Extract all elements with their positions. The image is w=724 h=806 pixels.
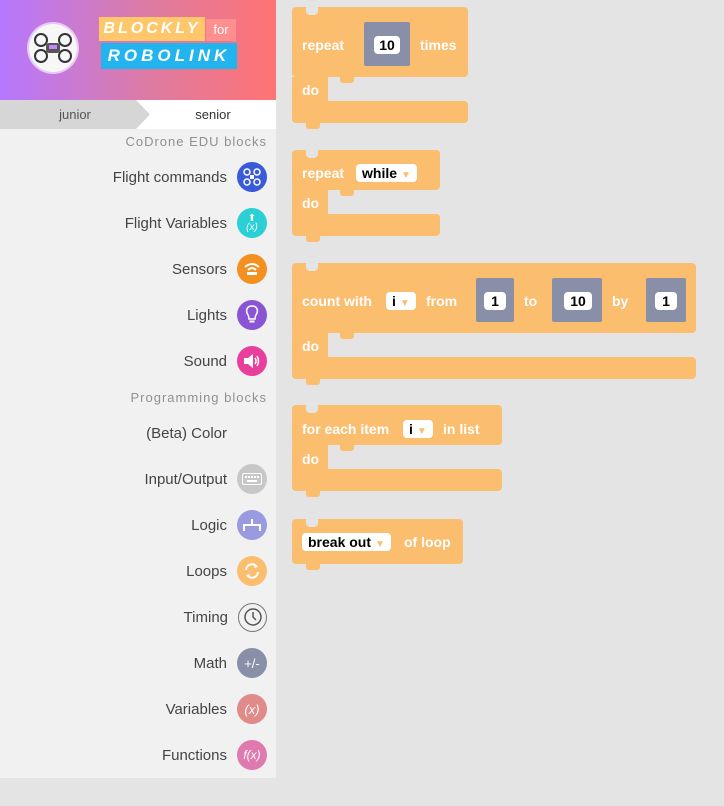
toolbox-sidebar: BLOCKLY for ROBOLINK junior senior CoDro…: [0, 0, 276, 778]
in-list-label: in list: [443, 421, 480, 437]
category-variables[interactable]: Variables (x): [166, 693, 267, 725]
category-label: Loops: [186, 562, 227, 580]
dropdown-value: i: [409, 421, 413, 437]
plus-minus-icon: +/-: [237, 648, 267, 678]
repeat-mode-dropdown[interactable]: while▼: [356, 164, 417, 182]
category-loops[interactable]: Loops: [186, 555, 267, 587]
from-label: from: [426, 293, 458, 309]
category-label: Flight commands: [112, 168, 227, 186]
to-value-field[interactable]: 10: [564, 292, 592, 310]
category-lights[interactable]: Lights: [187, 299, 267, 331]
chevron-down-icon: ▼: [375, 539, 385, 550]
category-sound[interactable]: Sound: [184, 345, 267, 377]
category-sensors[interactable]: Sensors: [172, 253, 267, 285]
do-label: do: [302, 338, 320, 354]
category-label: Sensors: [171, 260, 227, 278]
function-icon: f(x): [237, 740, 267, 770]
tab-junior-label: junior: [59, 107, 91, 122]
repeat-count-field[interactable]: 10: [374, 36, 400, 54]
by-label: by: [612, 293, 629, 309]
category-input-output[interactable]: Input/Output: [144, 463, 267, 495]
dropdown-value: i: [392, 293, 396, 309]
category-label: Sound: [183, 352, 227, 370]
blocks-workspace[interactable]: repeat 10 times do repeat while▼ do coun…: [276, 0, 724, 806]
loop-variable-dropdown[interactable]: i▼: [386, 292, 416, 310]
count-with-label: count with: [302, 293, 372, 309]
up-arrow-x-icon: ⬆ (x): [237, 208, 267, 238]
loop-arrows-icon: [237, 556, 267, 586]
dropdown-value: while: [362, 165, 398, 181]
dropdown-value: break out: [308, 534, 372, 550]
brand-for: for: [206, 19, 236, 41]
tab-senior[interactable]: senior: [195, 107, 231, 122]
signal-icon: [237, 254, 267, 284]
section-codrone-label: CoDrone EDU blocks: [125, 134, 267, 149]
chevron-down-icon: ▼: [399, 298, 410, 309]
category-math[interactable]: Math +/-: [194, 647, 267, 679]
speaker-icon: [237, 346, 267, 376]
do-label: do: [302, 82, 320, 98]
up-arrow-glyph: ⬆: [247, 213, 257, 224]
do-label: do: [302, 451, 320, 467]
brand-robolink: ROBOLINK: [101, 43, 237, 69]
category-functions[interactable]: Functions f(x): [162, 739, 267, 771]
chevron-down-icon: ▼: [401, 170, 411, 181]
blockly-robolink-logo: BLOCKLY for ROBOLINK: [99, 17, 239, 71]
category-flight-variables[interactable]: Flight Variables ⬆ (x): [125, 207, 267, 239]
item-variable-dropdown[interactable]: i▼: [403, 420, 433, 438]
section-programming-label: Programming blocks: [130, 390, 267, 405]
category-label: Logic: [191, 516, 227, 534]
do-label: do: [302, 195, 320, 211]
break-mode-dropdown[interactable]: break out▼: [302, 533, 391, 551]
x-variable-icon: (x): [237, 694, 267, 724]
from-value-field[interactable]: 1: [484, 292, 506, 310]
clock-icon: [238, 602, 267, 632]
tab-junior[interactable]: junior: [0, 100, 150, 129]
for-each-label: for each item: [302, 421, 390, 437]
repeat-label: repeat: [302, 37, 345, 53]
chevron-down-icon: ▼: [416, 426, 427, 437]
category-label: Math: [193, 654, 227, 672]
of-loop-label: of loop: [404, 534, 451, 550]
to-label: to: [524, 293, 538, 309]
category-label: Flight Variables: [124, 214, 227, 232]
category-label: Lights: [186, 306, 227, 324]
repeat-label: repeat: [302, 165, 345, 181]
category-label: Timing: [183, 608, 228, 626]
by-value-field[interactable]: 1: [655, 292, 677, 310]
app-header: BLOCKLY for ROBOLINK: [0, 0, 276, 100]
category-label: Input/Output: [144, 470, 227, 488]
drone-icon: [237, 162, 267, 192]
category-label: Functions: [161, 746, 227, 764]
brand-blockly: BLOCKLY: [99, 17, 205, 41]
lightbulb-icon: [237, 300, 267, 330]
level-tabs: junior senior: [0, 100, 276, 129]
category-logic[interactable]: Logic: [191, 509, 267, 541]
category-label: (Beta) Color: [146, 424, 227, 442]
times-label: times: [420, 37, 457, 53]
category-color[interactable]: (Beta) Color: [146, 417, 267, 449]
category-label: Variables: [165, 700, 227, 718]
category-flight-commands[interactable]: Flight commands: [113, 161, 267, 193]
keyboard-icon: [237, 464, 267, 494]
category-timing[interactable]: Timing: [184, 601, 267, 633]
drone-logo: [29, 24, 77, 72]
x-glyph: (x): [246, 222, 258, 233]
branch-icon: [237, 510, 267, 540]
